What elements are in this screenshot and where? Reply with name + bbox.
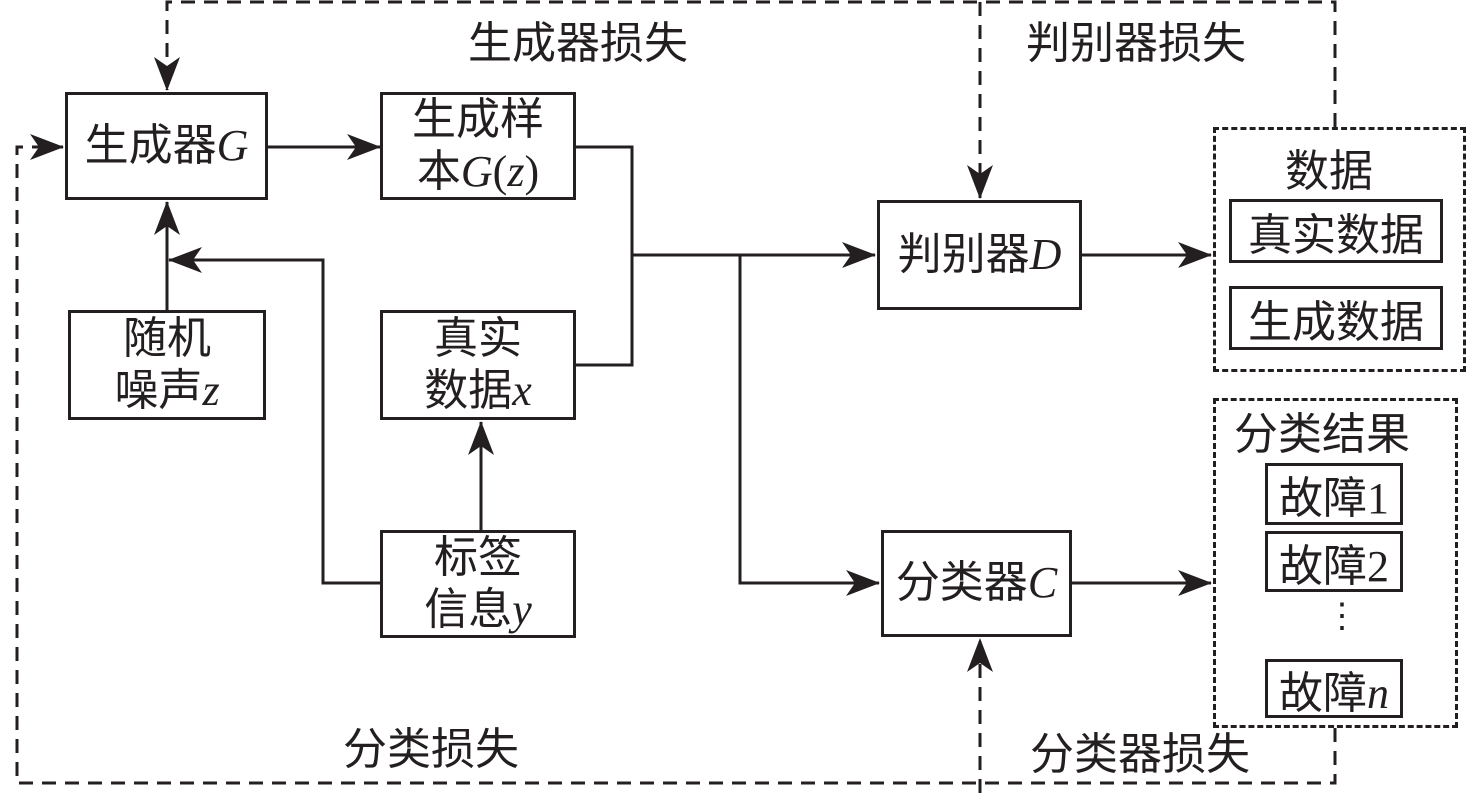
generated-sample-paren-close: ) <box>524 147 540 196</box>
classifier-node: 分类器C <box>881 530 1072 637</box>
label-info-symbol: y <box>512 585 532 634</box>
fault-item-1: 故障1 <box>1265 463 1403 525</box>
real-data-line1: 真实 <box>434 313 522 364</box>
noise-node: 随机 噪声z <box>68 310 266 420</box>
fault-item-2-label: 故障 <box>1279 540 1367 592</box>
noise-symbol: z <box>202 366 220 415</box>
generator-node: 生成器G <box>65 92 268 200</box>
real-data-symbol: x <box>512 366 532 415</box>
classifier-symbol: C <box>1027 558 1058 608</box>
data-item-generated: 生成数据 <box>1229 286 1443 350</box>
fault-item-2: 故障2 <box>1265 531 1403 592</box>
classifier-loss-label: 分类器损失 <box>1030 729 1250 780</box>
fault-item-n: 故障n <box>1265 659 1403 719</box>
generated-sample-arg: z <box>507 147 525 196</box>
data-group <box>1213 127 1466 372</box>
data-item-real: 真实数据 <box>1229 199 1443 263</box>
generated-sample-line2: 本 <box>416 146 461 197</box>
label-info-line1: 标签 <box>434 532 522 583</box>
classification-loss-label: 分类损失 <box>343 724 519 775</box>
generated-sample-symbol: G <box>460 147 493 196</box>
classification-result-group <box>1213 398 1458 728</box>
edge-label-to-generator <box>168 247 382 585</box>
edge-generator-loss <box>154 0 1337 127</box>
classification-result-title: 分类结果 <box>1234 409 1410 460</box>
discriminator-label: 判别器 <box>897 228 1030 280</box>
discriminator-symbol: D <box>1029 229 1062 279</box>
real-data-node: 真实 数据x <box>380 310 576 420</box>
label-info-line2: 信息 <box>424 584 513 635</box>
generated-sample-paren-open: ( <box>492 147 508 196</box>
discriminator-loss-label: 判别器损失 <box>1026 18 1246 69</box>
fault-item-n-index: n <box>1367 668 1389 718</box>
fault-item-1-label: 故障 <box>1279 473 1367 524</box>
data-item-generated-label: 生成数据 <box>1248 297 1424 348</box>
generator-loss-label: 生成器损失 <box>468 18 688 69</box>
data-item-real-label: 真实数据 <box>1248 210 1424 261</box>
fault-item-n-label: 故障 <box>1279 667 1367 719</box>
classifier-label: 分类器 <box>895 557 1028 609</box>
edge-merge-to-classifier <box>738 255 880 596</box>
edge-sample-merge <box>576 145 634 367</box>
data-group-title: 数据 <box>1285 146 1373 197</box>
edge-classification-loss <box>15 134 1337 785</box>
real-data-line2: 数据 <box>424 365 513 416</box>
generator-symbol: G <box>216 120 249 170</box>
generated-sample-node: 生成样 本G(z) <box>380 92 576 200</box>
noise-line2: 噪声 <box>114 365 203 416</box>
generated-sample-line1: 生成样 <box>412 94 544 145</box>
fault-ellipsis: ⋮ <box>1325 596 1359 636</box>
noise-line1: 随机 <box>123 313 211 364</box>
label-info-node: 标签 信息y <box>380 530 576 638</box>
generator-label: 生成器 <box>84 119 217 171</box>
fault-item-2-index: 2 <box>1367 541 1389 591</box>
discriminator-node: 判别器D <box>877 200 1082 310</box>
fault-item-1-index: 1 <box>1367 474 1389 523</box>
